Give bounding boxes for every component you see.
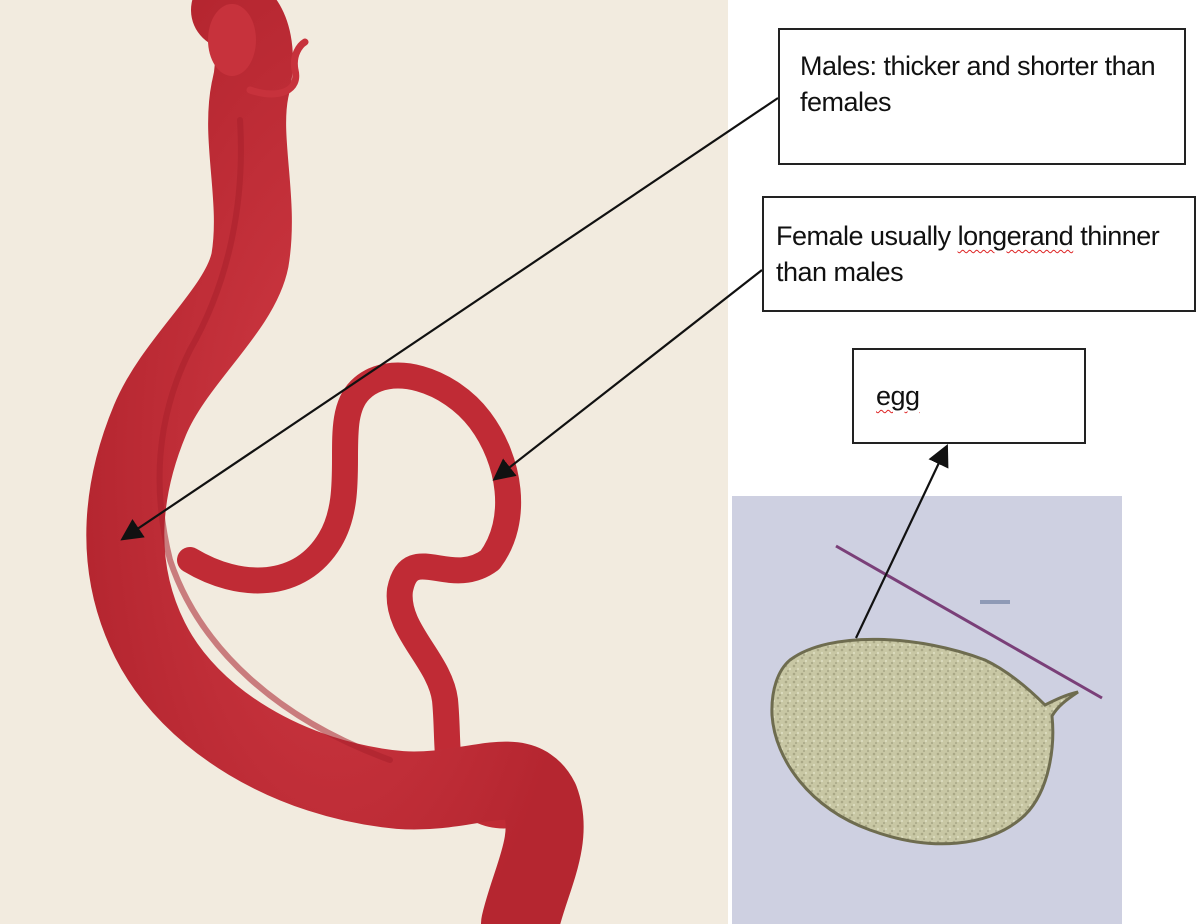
female-label-suffix: thinner [1073, 221, 1159, 251]
female-label-box: Female usually longerand thinner than ma… [762, 196, 1196, 312]
female-label-line2: than males [776, 254, 1184, 290]
spellcheck-flagged-word: longerand [958, 221, 1074, 251]
egg-label-box: egg [852, 348, 1086, 444]
egg-label: egg [876, 381, 920, 411]
males-label-line1: Males: thicker and shorter than [800, 48, 1170, 84]
males-label-box: Males: thicker and shorter than females [778, 28, 1186, 165]
female-label-line1: Female usually longerand thinner [776, 218, 1184, 254]
males-label-line2: females [800, 84, 1170, 120]
male-worm-head [208, 4, 256, 76]
scale-bar-mark [980, 600, 1010, 604]
female-label-prefix: Female usually [776, 221, 958, 251]
